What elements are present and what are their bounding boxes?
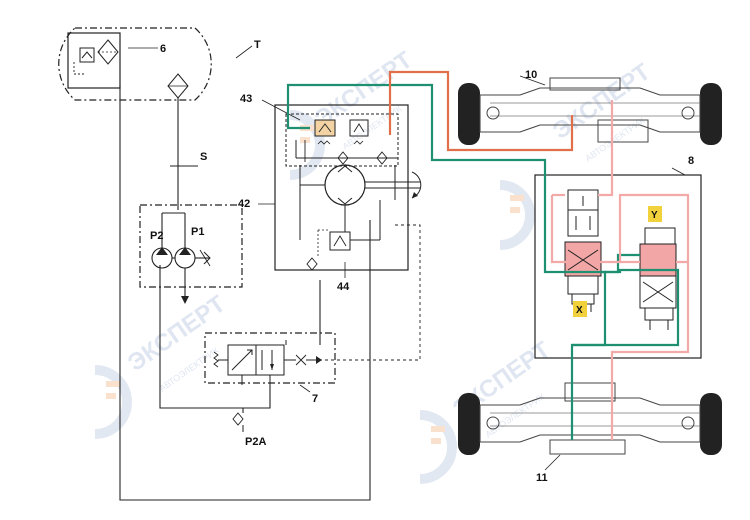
selector-block-label: 8: [688, 155, 694, 167]
pilot-lines: [310, 224, 421, 361]
orbitrol-valve-label: 43: [240, 93, 252, 105]
wheel-icon: [458, 393, 480, 455]
watermark-brand-text: ЭКСПЕРТ: [548, 58, 656, 145]
hydraulic-tank: [58, 27, 253, 101]
pump-unit: [139, 204, 243, 304]
wheel-icon: [458, 83, 480, 145]
valve-y-label: Y: [651, 210, 658, 221]
wheel-icon: [700, 83, 722, 145]
wheel-icon: [700, 393, 722, 455]
front-axle-10: [458, 75, 722, 145]
priority-valve-7: [204, 330, 336, 432]
steering-unit: [258, 99, 422, 278]
valve-x-badge: [573, 301, 587, 317]
valve-y: [639, 227, 677, 330]
priority-valve-label: 7: [312, 393, 318, 405]
watermark-logo-icon: [499, 180, 535, 250]
watermark-logo-icon: [419, 410, 457, 484]
relief-valve-label: 44: [337, 281, 350, 293]
pump-p2-label: P2: [150, 230, 163, 242]
rear-axle-label: 11: [536, 472, 548, 484]
pump-p1-label: P1: [191, 226, 204, 238]
rear-axle-11: [458, 382, 722, 471]
port-p2a-label: P2A: [245, 436, 266, 448]
orange-hose: [388, 70, 574, 152]
watermark-logo-icon: [94, 365, 132, 439]
green-hose: [286, 83, 680, 440]
tank-label: T: [254, 39, 261, 51]
valve-x: [564, 189, 602, 312]
suction-line-label: S: [200, 151, 207, 163]
front-axle-label: 10: [525, 69, 537, 81]
valve-x-label: X: [576, 305, 583, 316]
filter-box: [67, 32, 121, 89]
filter-icon: [97, 39, 119, 65]
valve-y-badge: [648, 206, 662, 222]
relief-valve-44: [329, 231, 351, 251]
steering-unit-label: 42: [238, 198, 250, 210]
orbitrol-valve-block: [285, 113, 399, 167]
filter-label: 6: [160, 43, 166, 55]
pink-hose: [550, 100, 690, 440]
check-valve-icon: [232, 412, 244, 426]
steering-motor-icon: [324, 164, 366, 206]
